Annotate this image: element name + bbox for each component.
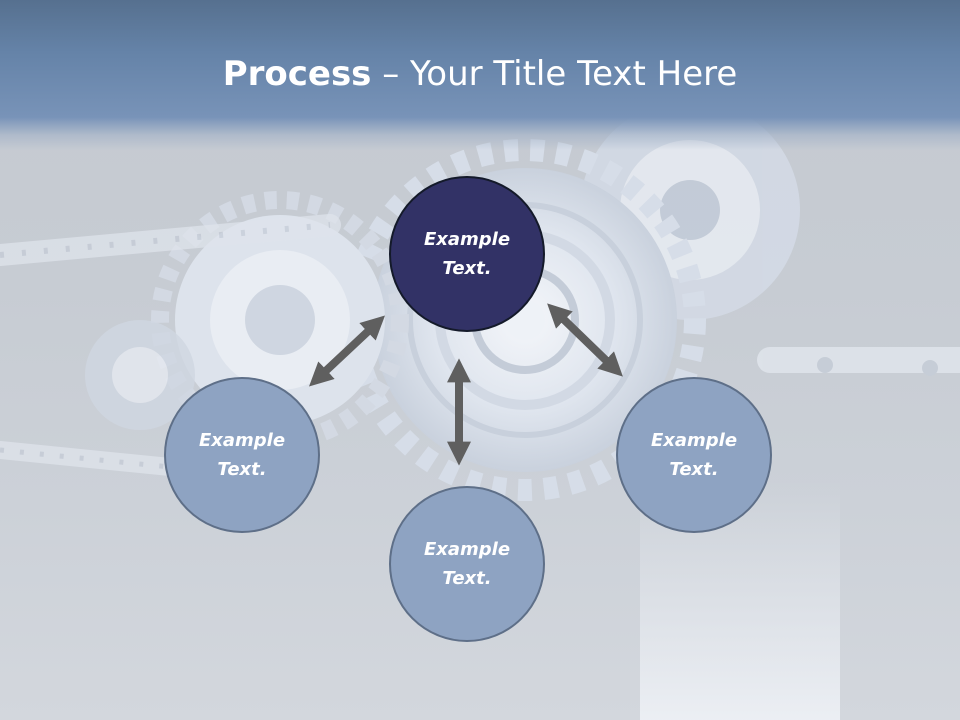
process-node-label: Example Text. [423, 539, 511, 589]
double-arrow-icon [308, 315, 386, 387]
title-band [0, 0, 960, 150]
process-node-right[interactable]: Example Text. [616, 377, 772, 533]
process-node-left[interactable]: Example Text. [164, 377, 320, 533]
process-node-bottom[interactable]: Example Text. [389, 486, 545, 642]
title-bold: Process [222, 54, 372, 94]
page-title: Process – Your Title Text Here [0, 52, 960, 96]
title-rest: – Your Title Text Here [371, 54, 738, 94]
process-node-label: Example Text. [198, 430, 286, 480]
process-node-label: Example Text. [650, 430, 738, 480]
gear-icon [85, 320, 195, 430]
process-node-label: Example Text. [423, 229, 511, 279]
process-node-center[interactable]: Example Text. [389, 176, 545, 332]
double-arrow-icon [547, 303, 623, 377]
